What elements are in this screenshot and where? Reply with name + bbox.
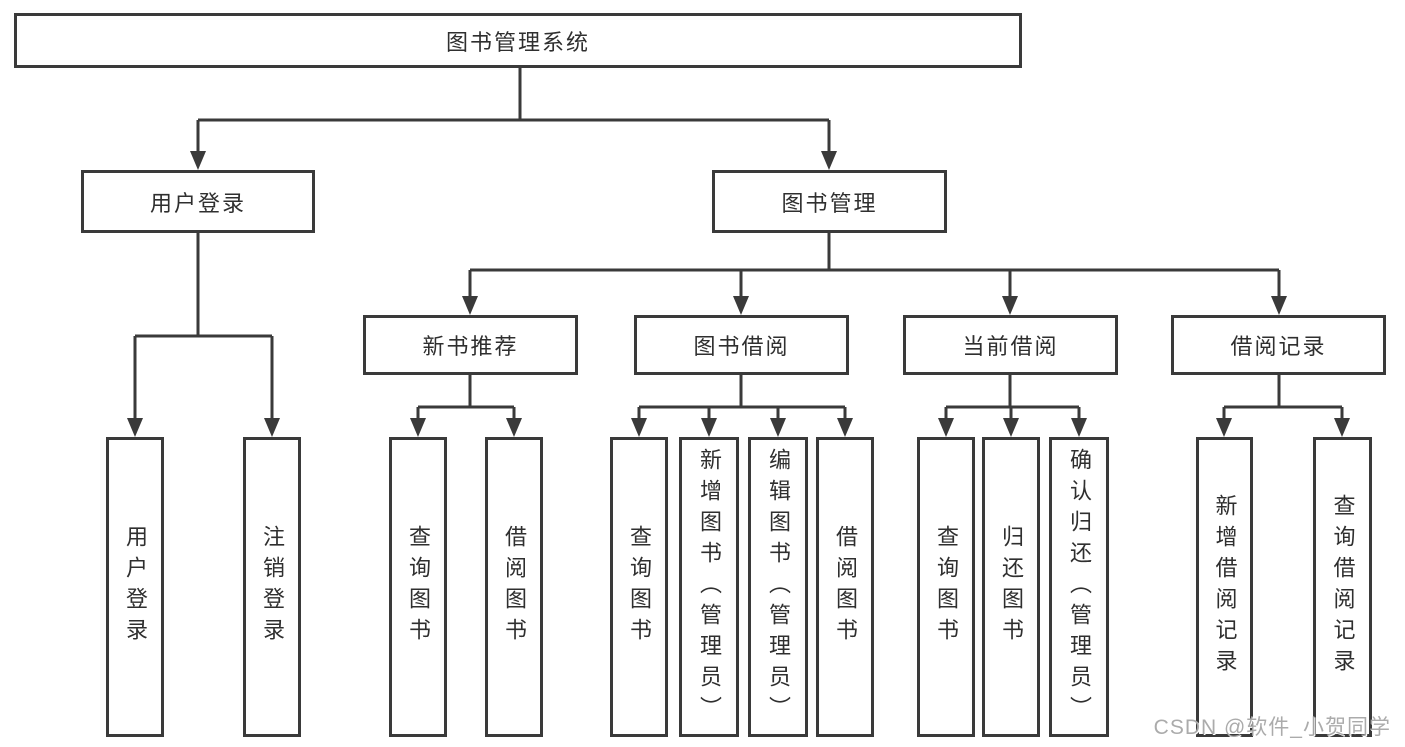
node-book-borrow: 图书借阅: [634, 315, 849, 375]
arrowhead-icon: [821, 151, 837, 170]
arrowhead-icon: [1216, 418, 1232, 437]
node-current-borrow: 当前借阅: [903, 315, 1118, 375]
leaf-user-login-label: 用户登录: [123, 525, 148, 649]
arrowhead-icon: [462, 296, 478, 315]
connector-book-management: [468, 233, 1281, 308]
leaf-confirm-return-admin: 确认归还（管理员）: [1049, 437, 1109, 737]
arrowhead-icon: [1003, 418, 1019, 437]
leaf-newbook-query: 查询图书: [389, 437, 447, 737]
leaf-return-book: 归还图书: [982, 437, 1040, 737]
arrowhead-icon: [264, 418, 280, 437]
leaf-borrow-query-label: 查询图书: [627, 525, 652, 649]
leaf-confirm-return-admin-label: 确认归还（管理员）: [1067, 447, 1092, 727]
connector-new-book: [416, 375, 516, 430]
arrowhead-icon: [410, 418, 426, 437]
leaf-add-borrow-record: 新增借阅记录: [1196, 437, 1253, 737]
leaf-borrow-book: 借阅图书: [816, 437, 874, 737]
connector-user-login: [133, 233, 274, 430]
leaf-logout: 注销登录: [243, 437, 301, 737]
leaf-newbook-borrow-label: 借阅图书: [502, 525, 527, 649]
node-root: 图书管理系统: [14, 13, 1022, 68]
node-root-label: 图书管理系统: [445, 29, 590, 55]
leaf-query-borrow-record: 查询借阅记录: [1313, 437, 1372, 737]
leaf-query-borrow-record-label: 查询借阅记录: [1330, 494, 1356, 680]
arrowhead-icon: [1002, 296, 1018, 315]
node-user-login: 用户登录: [81, 170, 315, 233]
csdn-watermark: CSDN @软件_小贺同学: [1153, 716, 1391, 739]
arrowhead-icon: [127, 418, 143, 437]
arrowhead-icon: [733, 296, 749, 315]
arrowhead-icon: [701, 418, 717, 437]
leaf-logout-label: 注销登录: [260, 525, 285, 649]
leaf-user-login: 用户登录: [106, 437, 164, 737]
leaf-current-query-label: 查询图书: [934, 525, 959, 649]
connector-current-borrow: [944, 375, 1081, 430]
arrowhead-icon: [631, 418, 647, 437]
node-borrow-records-label: 借阅记录: [1230, 334, 1327, 359]
node-borrow-records: 借阅记录: [1171, 315, 1386, 375]
leaf-add-borrow-record-label: 新增借阅记录: [1212, 494, 1238, 680]
connector-book-borrow: [637, 375, 847, 430]
arrowhead-icon: [190, 151, 206, 170]
leaf-newbook-borrow: 借阅图书: [485, 437, 543, 737]
leaf-edit-book-admin: 编辑图书（管理员）: [748, 437, 808, 737]
node-new-book-recommend: 新书推荐: [363, 315, 578, 375]
connector-root: [196, 66, 831, 162]
leaf-current-query: 查询图书: [917, 437, 975, 737]
node-book-management-label: 图书管理: [781, 190, 878, 216]
arrowhead-icon: [506, 418, 522, 437]
leaf-newbook-query-label: 查询图书: [406, 525, 431, 649]
arrowhead-icon: [1271, 296, 1287, 315]
node-book-management: 图书管理: [712, 170, 947, 233]
arrowhead-icon: [938, 418, 954, 437]
leaf-borrow-query: 查询图书: [610, 437, 668, 737]
leaf-add-book-admin: 新增图书（管理员）: [679, 437, 739, 737]
leaf-borrow-book-label: 借阅图书: [833, 525, 858, 649]
arrowhead-icon: [837, 418, 853, 437]
leaf-add-book-admin-label: 新增图书（管理员）: [697, 447, 722, 727]
arrowhead-icon: [770, 418, 786, 437]
connector-borrow-records: [1222, 375, 1344, 430]
leaf-return-book-label: 归还图书: [999, 525, 1024, 649]
leaf-edit-book-admin-label: 编辑图书（管理员）: [766, 447, 791, 727]
node-new-book-recommend-label: 新书推荐: [422, 334, 519, 359]
arrowhead-icon: [1071, 418, 1087, 437]
node-user-login-label: 用户登录: [149, 190, 246, 216]
node-current-borrow-label: 当前借阅: [962, 334, 1059, 359]
arrowhead-icon: [1334, 418, 1350, 437]
node-book-borrow-label: 图书借阅: [693, 334, 790, 359]
